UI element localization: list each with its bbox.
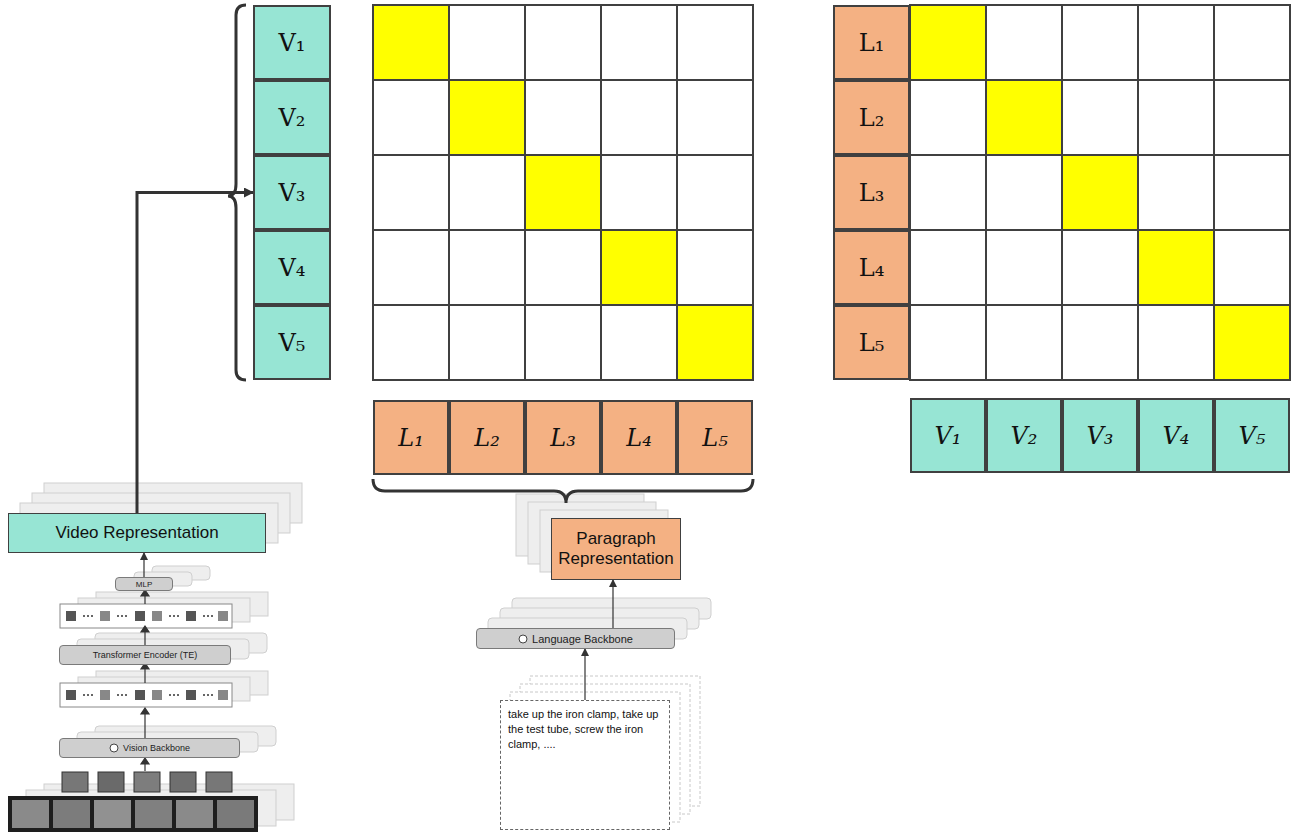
node-label: V₁ <box>279 29 306 57</box>
text-input: take up the iron clamp, take up the test… <box>500 700 670 830</box>
node-label: V₄ <box>279 254 306 282</box>
connector-arrow <box>143 553 144 577</box>
node-label: L₂ <box>859 104 885 132</box>
connector-arrow <box>137 193 253 514</box>
node-label: V₄ <box>1163 422 1190 450</box>
video-embedding: V₃ <box>253 155 331 230</box>
video-embedding: V₂ <box>253 80 331 155</box>
node-label: L₃ <box>859 179 885 207</box>
node-label: V₂ <box>279 104 306 132</box>
token-row <box>60 683 232 707</box>
connector-arrow <box>612 580 613 628</box>
node-label: V₁ <box>935 422 962 450</box>
video-frames <box>8 772 258 832</box>
video-embedding: V₃ <box>1062 398 1138 473</box>
node-label: take up the iron clamp, take up the test… <box>508 707 662 752</box>
node-label: L₅ <box>702 424 728 452</box>
bracket <box>373 479 753 503</box>
video-embedding: V₄ <box>1138 398 1214 473</box>
encoder-box: Transformer Encoder (TE) <box>59 645 231 665</box>
representation-box: Video Representation <box>8 513 266 553</box>
node-label: V₃ <box>1087 422 1114 450</box>
text-embedding: L₃ <box>525 400 601 475</box>
text-embedding: L₅ <box>677 400 753 475</box>
model-icon <box>518 634 528 644</box>
node-label: L₂ <box>474 424 500 452</box>
model-icon <box>109 743 119 753</box>
node-label: V₃ <box>279 179 306 207</box>
node-label: L₃ <box>550 424 576 452</box>
mlp-box: MLP <box>115 577 173 591</box>
connector-arrow <box>584 649 585 700</box>
node-label: Paragraph Representation <box>556 529 676 569</box>
node-label: L₄ <box>626 424 652 452</box>
text-embedding: L₁ <box>373 400 449 475</box>
node-label: L₅ <box>859 329 885 357</box>
text-embedding: L₁ <box>833 5 910 80</box>
node-label: L₄ <box>859 254 885 282</box>
text-embedding: L₅ <box>833 305 910 380</box>
video-embedding: V₂ <box>986 398 1062 473</box>
node-label: Transformer Encoder (TE) <box>93 650 198 660</box>
similarity-matrix <box>373 5 753 380</box>
node-label: L₁ <box>398 424 424 452</box>
representation-box: Paragraph Representation <box>551 518 681 580</box>
backbone-box: Language Backbone <box>476 628 675 649</box>
text-embedding: L₄ <box>601 400 677 475</box>
text-embedding: L₄ <box>833 230 910 305</box>
node-label: MLP <box>136 580 152 589</box>
text-embedding: L₃ <box>833 155 910 230</box>
token-row <box>60 604 232 628</box>
node-label: Vision Backbone <box>123 743 190 753</box>
node-label: L₁ <box>859 29 885 57</box>
video-embedding: V₅ <box>253 305 331 380</box>
backbone-box: Vision Backbone <box>59 738 240 758</box>
node-label: V₂ <box>1011 422 1038 450</box>
text-embedding: L₂ <box>833 80 910 155</box>
node-label: Language Backbone <box>532 633 633 645</box>
video-embedding: V₅ <box>1214 398 1290 473</box>
node-label: V₅ <box>279 329 306 357</box>
similarity-matrix <box>910 5 1290 380</box>
video-embedding: V₄ <box>253 230 331 305</box>
text-embedding: L₂ <box>449 400 525 475</box>
node-label: Video Representation <box>55 523 218 543</box>
node-label: V₅ <box>1239 422 1266 450</box>
video-embedding: V₁ <box>910 398 986 473</box>
video-embedding: V₁ <box>253 5 331 80</box>
